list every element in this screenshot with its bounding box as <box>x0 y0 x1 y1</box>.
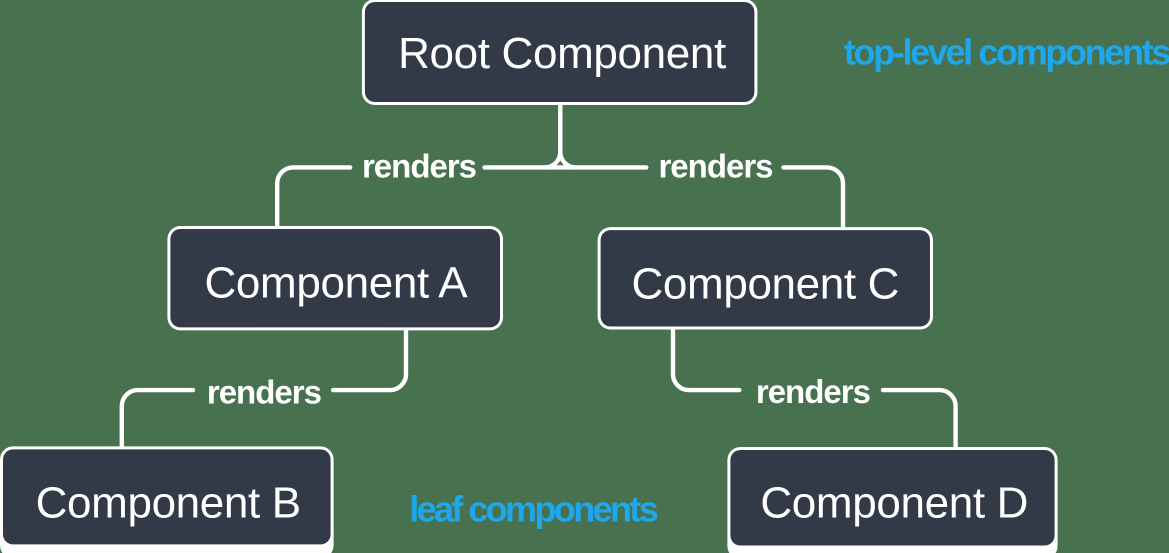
svg-text:top-level components: top-level components <box>844 31 1169 72</box>
svg-text:Component B: Component B <box>36 479 301 528</box>
svg-text:Component D: Component D <box>760 478 1028 527</box>
svg-text:renders: renders <box>207 374 321 411</box>
svg-text:Root Component: Root Component <box>398 29 726 78</box>
svg-text:Component A: Component A <box>205 259 469 308</box>
svg-text:Component C: Component C <box>631 260 899 309</box>
svg-text:renders: renders <box>658 148 772 185</box>
svg-text:leaf components: leaf components <box>409 488 658 529</box>
svg-text:renders: renders <box>362 148 476 185</box>
svg-text:renders: renders <box>756 373 870 410</box>
